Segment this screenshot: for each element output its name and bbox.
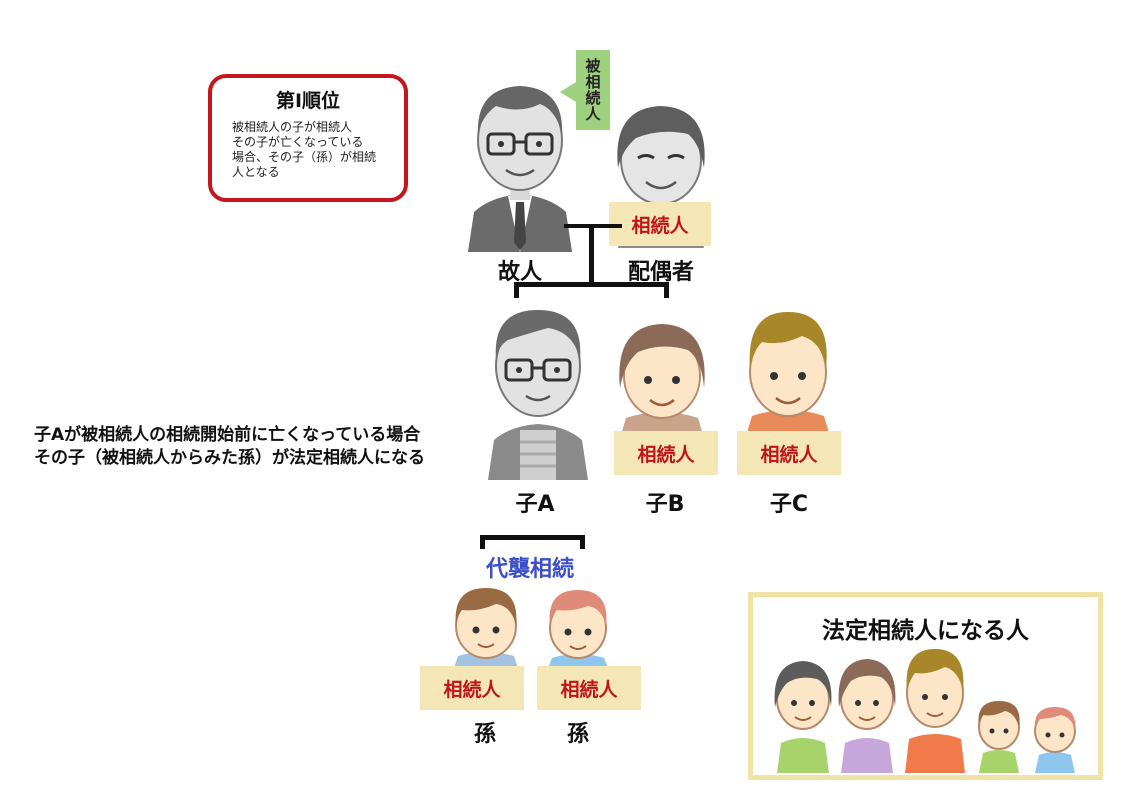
- legend-title: 法定相続人になる人: [822, 618, 1029, 644]
- name-child-c: 子C: [769, 492, 809, 517]
- name-grandchild-2: 孫: [566, 722, 589, 747]
- descent-line: [589, 224, 594, 284]
- child-b-illustration: [619, 324, 705, 438]
- rank-title: 第Ⅰ順位: [275, 90, 341, 112]
- name-child-b: 子B: [645, 492, 685, 517]
- legend-box: 法定相続人になる人: [748, 592, 1103, 780]
- grandchild-drop-line: [580, 535, 585, 549]
- child-drop-line: [664, 282, 669, 298]
- deceased-tag: 被相続人: [576, 50, 610, 130]
- heir-label-spouse: 相続人: [609, 202, 711, 246]
- child-drop-line: [514, 282, 519, 298]
- daishu-label: 代襲相続: [485, 557, 574, 582]
- name-grandchild-1: 孫: [473, 722, 496, 747]
- grandchild-1-illustration: [454, 588, 518, 668]
- heir-label-grandchild-1: 相続人: [420, 666, 524, 710]
- rank-line: 人となる: [232, 165, 280, 179]
- rank-line: 場合、その子（孫）が相続: [232, 150, 377, 164]
- grandchild-2-illustration: [548, 590, 608, 668]
- heir-label-child-c: 相続人: [737, 431, 841, 475]
- legend-people-illustration: [774, 649, 1076, 773]
- rank-line: その子が亡くなっている: [232, 135, 364, 149]
- note-text: 子Aが被相続人の相続開始前に亡くなっている場合 その子（被相続人からみた孫）が法…: [34, 424, 504, 470]
- name-deceased: 故人: [497, 260, 542, 285]
- arrow-icon: [560, 82, 576, 102]
- note-line: 子Aが被相続人の相続開始前に亡くなっている場合: [34, 425, 421, 445]
- rank-description: 被相続人の子が相続人 その子が亡くなっている 場合、その子（孫）が相続 人となる: [232, 120, 394, 180]
- heir-label-grandchild-2: 相続人: [537, 666, 641, 710]
- name-spouse: 配偶者: [627, 260, 694, 285]
- child-a-illustration: [488, 310, 588, 480]
- children-line: [514, 282, 669, 287]
- grandchild-drop-line: [480, 535, 485, 549]
- name-child-a: 子A: [515, 492, 555, 517]
- rank-line: 被相続人の子が相続人: [232, 120, 353, 134]
- deceased-person-illustration: [468, 86, 572, 252]
- note-line: その子（被相続人からみた孫）が法定相続人になる: [34, 448, 425, 468]
- child-c-illustration: [746, 312, 830, 436]
- grandchildren-line: [480, 535, 584, 540]
- heir-label-child-b: 相続人: [614, 431, 718, 475]
- rank-box: 第Ⅰ順位 被相続人の子が相続人 その子が亡くなっている 場合、その子（孫）が相続…: [208, 74, 408, 202]
